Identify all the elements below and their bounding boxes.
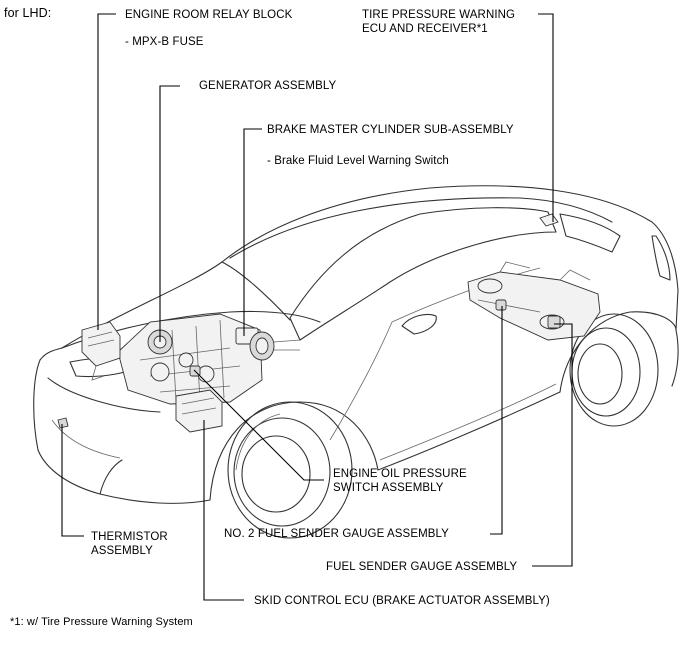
label-engine-oil-pressure-switch: ENGINE OIL PRESSURE SWITCH ASSEMBLY xyxy=(333,468,467,494)
relay-block-part xyxy=(81,321,121,381)
front-wheel xyxy=(227,401,353,539)
label-brake-master-cylinder: BRAKE MASTER CYLINDER SUB-ASSEMBLY xyxy=(267,124,514,136)
thermistor-part xyxy=(57,417,69,429)
label-thermistor-assembly: THERMISTOR ASSEMBLY xyxy=(91,531,168,557)
variant-label: for LHD: xyxy=(4,6,52,20)
label-fuel-sender-gauge: FUEL SENDER GAUGE ASSEMBLY xyxy=(326,561,518,573)
skid-control-ecu-part xyxy=(175,389,223,433)
leader-lines xyxy=(61,13,573,601)
label-generator-assembly: GENERATOR ASSEMBLY xyxy=(199,80,337,92)
label-engine-room-relay-block: ENGINE ROOM RELAY BLOCK xyxy=(125,9,293,21)
label-tire-pressure-ecu: TIRE PRESSURE WARNING ECU AND RECEIVER*1 xyxy=(362,9,516,35)
footnote: *1: w/ Tire Pressure Warning System xyxy=(10,616,193,628)
label-no2-fuel-sender-gauge: NO. 2 FUEL SENDER GAUGE ASSEMBLY xyxy=(224,528,449,540)
engine-assembly xyxy=(117,313,263,405)
label-mpx-b-fuse: - MPX-B FUSE xyxy=(125,36,204,48)
brake-master-part xyxy=(235,327,301,361)
fuel-tank-assembly xyxy=(467,261,601,341)
label-brake-fluid-switch: - Brake Fluid Level Warning Switch xyxy=(267,155,449,167)
label-skid-control-ecu: SKID CONTROL ECU (BRAKE ACTUATOR ASSEMBL… xyxy=(254,595,550,607)
tire-pressure-ecu-part xyxy=(539,213,559,227)
